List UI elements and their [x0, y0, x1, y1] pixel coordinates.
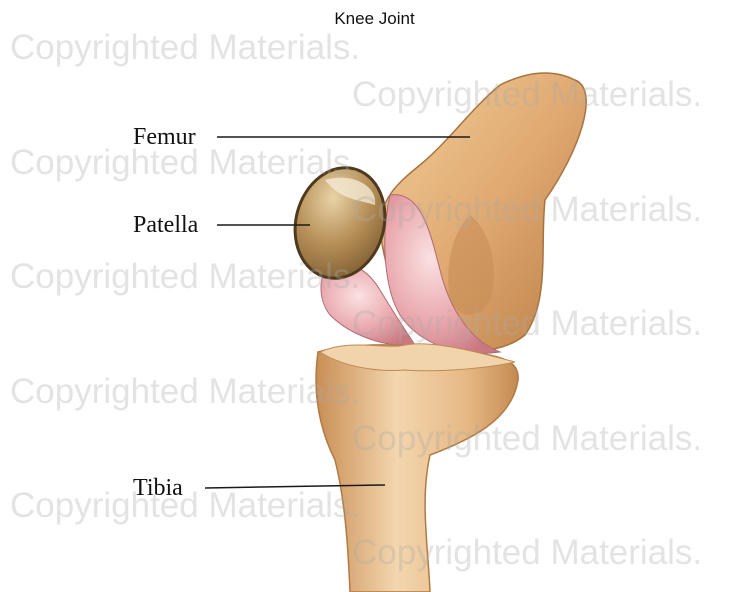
- patella-bone: [283, 158, 397, 289]
- femur-label: Femur: [133, 125, 196, 149]
- patella-label: Patella: [133, 213, 198, 237]
- tibia-bone: [316, 345, 518, 592]
- tibia-label: Tibia: [133, 476, 183, 500]
